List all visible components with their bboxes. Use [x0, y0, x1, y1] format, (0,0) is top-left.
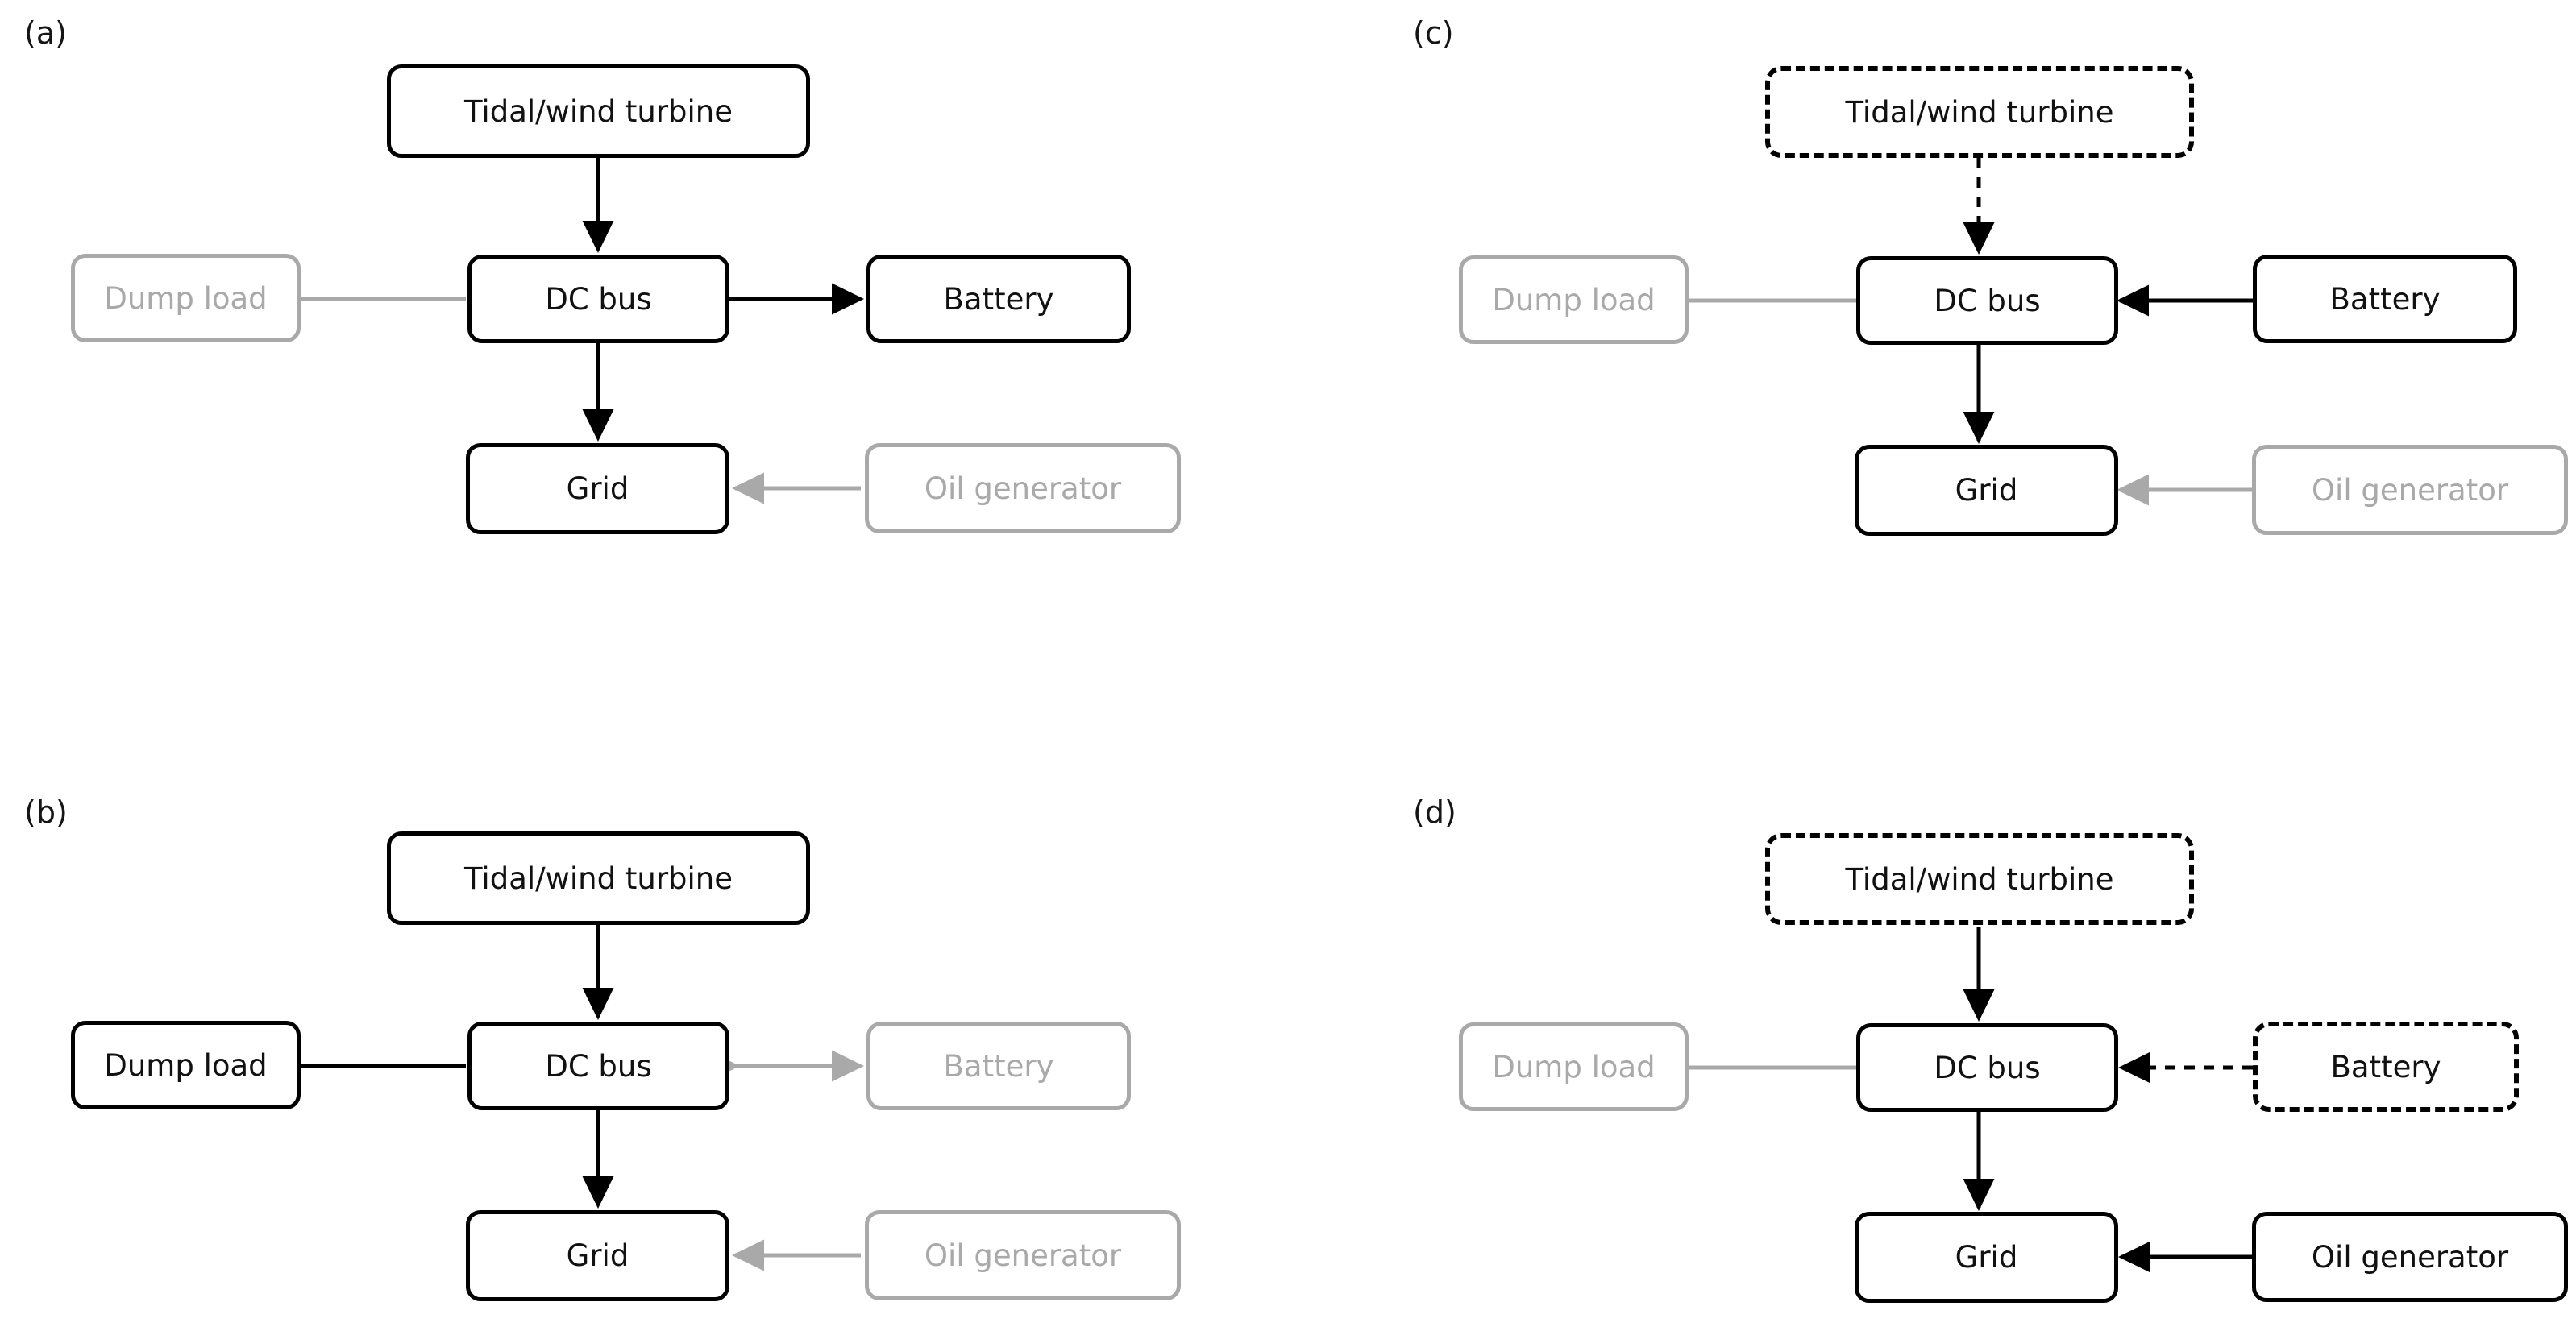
node-grid[interactable]: Grid [1855, 1212, 2118, 1303]
node-battery[interactable]: Battery [866, 1022, 1131, 1110]
node-battery[interactable]: Battery [2253, 255, 2517, 343]
node-dc-bus[interactable]: DC bus [467, 1022, 729, 1110]
node-turbine[interactable]: Tidal/wind turbine [1765, 833, 2194, 925]
node-dc-bus[interactable]: DC bus [467, 255, 729, 343]
node-oil-generator[interactable]: Oil generator [2252, 1212, 2568, 1302]
panel-label-b: (b) [24, 794, 68, 830]
node-dump-load[interactable]: Dump load [71, 254, 301, 342]
node-grid[interactable]: Grid [466, 443, 729, 534]
node-dump-load[interactable]: Dump load [1459, 255, 1689, 344]
node-oil-generator[interactable]: Oil generator [2252, 445, 2568, 535]
panel-b: (b) Tidal/wind turbine DC bus Dump load … [0, 664, 1288, 1327]
panel-c: (c) Tidal/wind turbine DC bus Dump load … [1288, 0, 2576, 663]
node-oil-generator[interactable]: Oil generator [865, 443, 1181, 533]
node-turbine[interactable]: Tidal/wind turbine [1765, 66, 2194, 158]
node-dc-bus[interactable]: DC bus [1856, 256, 2118, 345]
node-turbine[interactable]: Tidal/wind turbine [387, 831, 810, 925]
node-grid[interactable]: Grid [466, 1210, 729, 1301]
node-dump-load[interactable]: Dump load [1459, 1022, 1689, 1111]
node-dc-bus[interactable]: DC bus [1856, 1023, 2118, 1112]
panel-label-a: (a) [24, 15, 67, 51]
panel-label-c: (c) [1413, 15, 1454, 51]
node-turbine[interactable]: Tidal/wind turbine [387, 64, 810, 158]
node-battery[interactable]: Battery [866, 255, 1131, 343]
panel-label-d: (d) [1413, 794, 1456, 830]
node-dump-load[interactable]: Dump load [71, 1021, 301, 1109]
panel-d: (d) Tidal/wind turbine DC bus Dump load … [1288, 664, 2576, 1327]
node-grid[interactable]: Grid [1855, 445, 2118, 536]
node-battery[interactable]: Battery [2253, 1022, 2519, 1112]
panel-a: (a) Tidal/wind turbine DC bus Dump load … [0, 0, 1288, 663]
node-oil-generator[interactable]: Oil generator [865, 1210, 1181, 1300]
